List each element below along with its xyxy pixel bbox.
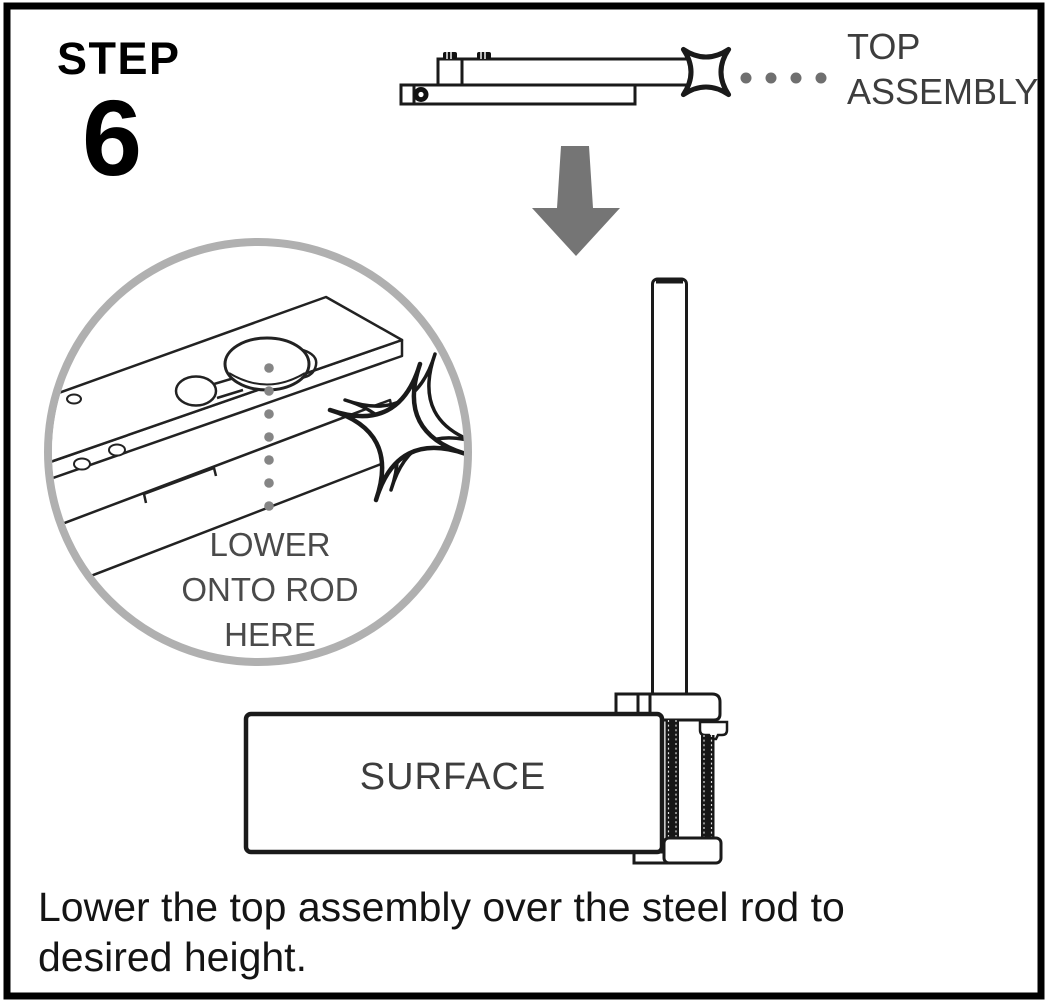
dotted-leader <box>740 72 827 84</box>
detail-star-knob-icon <box>327 352 464 503</box>
threaded-rod-left <box>665 720 679 840</box>
panel-border <box>3 2 1045 1000</box>
threaded-rod-right <box>701 735 715 840</box>
step-label: STEP <box>57 33 181 84</box>
caption-line-2: desired height. <box>38 934 307 980</box>
detail-label: LOWER ONTO ROD HERE <box>181 526 358 653</box>
top-assembly-illustration <box>399 46 732 106</box>
detail-dotted-line <box>264 363 274 511</box>
top-assembly-lower-bar <box>399 83 637 106</box>
top-assembly-label: TOP ASSEMBLY <box>847 26 1038 112</box>
top-assembly-upper-bar <box>436 57 702 87</box>
step-number: 6 <box>82 77 142 198</box>
detail-plate <box>52 295 404 596</box>
steel-rod <box>651 277 688 699</box>
clamp-bottom-bracket <box>632 836 723 865</box>
star-knob-icon <box>680 46 732 98</box>
clamp-top-bracket <box>614 692 722 722</box>
clamp-screw-icon <box>698 720 729 741</box>
caption-line-1: Lower the top assembly over the steel ro… <box>38 884 845 930</box>
surface-box <box>243 711 665 855</box>
svg-text:TOP: TOP <box>847 26 920 67</box>
screw-icon <box>443 52 491 59</box>
svg-text:LOWER: LOWER <box>209 526 330 563</box>
down-arrow-icon <box>532 146 620 256</box>
svg-text:ONTO ROD: ONTO ROD <box>181 571 358 608</box>
surface-label: SURFACE <box>360 756 546 798</box>
svg-text:HERE: HERE <box>224 616 316 653</box>
svg-text:ASSEMBLY: ASSEMBLY <box>847 71 1038 112</box>
caption: Lower the top assembly over the steel ro… <box>38 884 845 980</box>
